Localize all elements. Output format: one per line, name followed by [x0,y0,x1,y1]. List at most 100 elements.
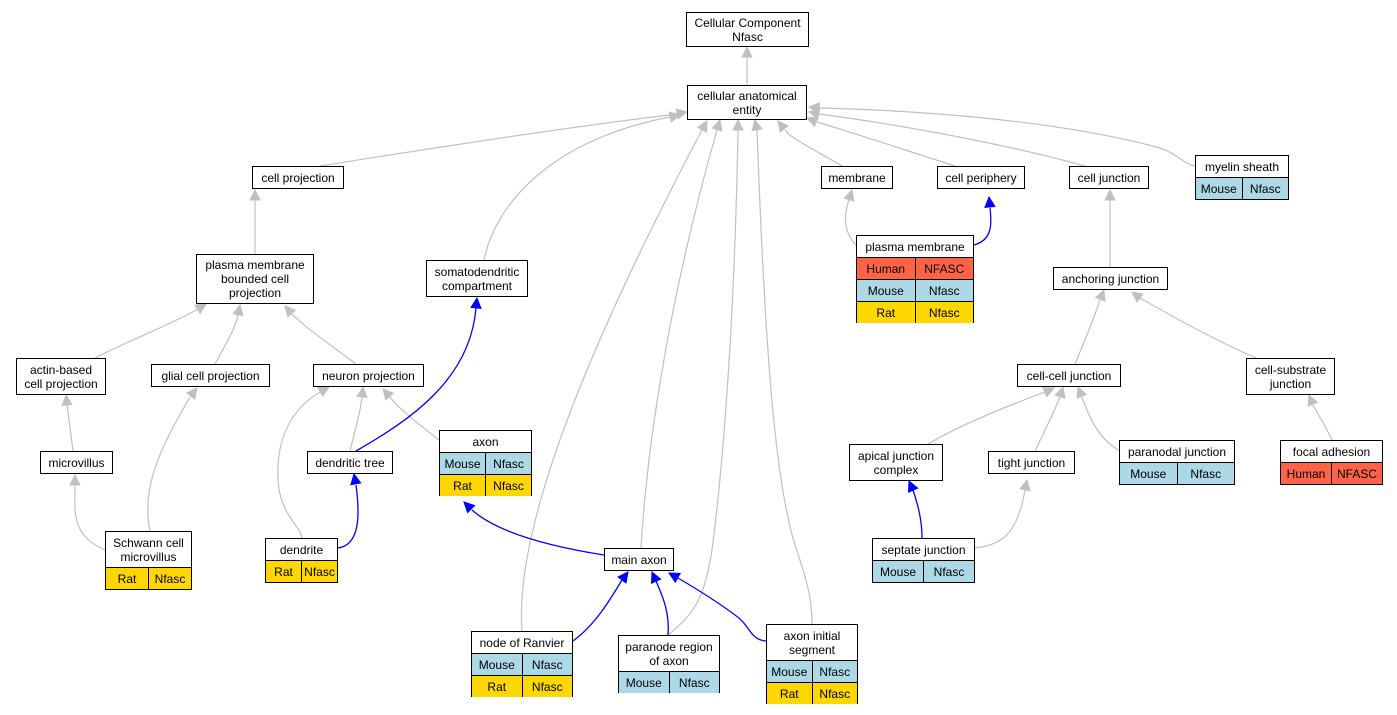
node-plasma-membrane[interactable]: plasma membrane Human NFASC Mouse Nfasc … [856,235,974,323]
edge-arrowhead [1131,291,1144,303]
species-cell: Rat [106,568,148,589]
edge-arrowhead [1104,188,1116,201]
node-label: tight junction [997,455,1066,470]
node-dendrite[interactable]: dendrite Rat Nfasc [265,538,338,583]
node-label: glial cell projection [161,368,260,383]
edge-arrowhead [1076,385,1088,399]
node-cell-projection[interactable]: cell projection [252,166,344,189]
gene-cell: NFASC [914,258,973,279]
node-dendritic-tree[interactable]: dendritic tree [307,451,393,474]
edge-dendrite-partof-dendtree [337,484,359,549]
node-plasma-membrane-bounded-cell-projection[interactable]: plasma membrane bounded cell projection [196,254,314,304]
edge-dendtree-partof-somato [355,307,477,452]
species-cell: Rat [266,561,301,582]
gene-cell: Nfasc [914,280,973,301]
edge-neuronproj-to-pmbcp [291,313,357,365]
edge-cellproj-to-cae [319,113,678,167]
annotation-row: Mouse Nfasc [440,452,531,474]
edge-arrowhead [1307,393,1319,407]
annotation-row: Human NFASC [857,257,973,279]
node-septate-junction[interactable]: septate junction Mouse Nfasc [872,538,975,583]
edge-ranvier-to-cae [520,129,703,632]
node-cell-substrate-junction[interactable]: cell-substrate junction [1246,358,1335,395]
edge-septate-to-tight [974,489,1026,549]
edge-arrowhead [350,472,362,486]
node-neuron-projection[interactable]: neuron projection [313,364,424,387]
node-label: microvillus [48,455,105,470]
species-cell: Mouse [767,661,812,682]
node-microvillus[interactable]: microvillus [40,451,113,474]
edge-plasmamem-to-membrane [844,199,857,246]
node-axon[interactable]: axon Mouse Nfasc Rat Nfasc [439,430,532,496]
node-axon-initial-segment[interactable]: axon initial segment Mouse Nfasc Rat Nfa… [766,624,858,704]
node-label: plasma membrane [865,239,965,254]
node-apical-junction-complex[interactable]: apical junction complex [849,444,943,481]
node-myelin-sheath[interactable]: myelin sheath Mouse Nfasc [1195,155,1289,200]
edge-myelin-to-cae [818,107,1196,167]
edge-ais-partof-mainaxon [677,577,767,642]
gene-cell: Nfasc [521,676,572,697]
species-cell: Human [1281,463,1331,484]
edge-cellcell-to-anchoring [1074,299,1101,365]
edge-arrowhead [805,116,819,128]
node-paranodal-junction[interactable]: paranodal junction Mouse Nfasc [1119,440,1235,485]
annotation-row: Rat Nfasc [767,682,857,704]
annotation-row: Rat Nfasc [440,474,531,496]
gene-cell: Nfasc [1241,178,1288,199]
edge-cellsub-to-anchoring [1139,297,1257,359]
node-cell-junction[interactable]: cell junction [1069,166,1149,189]
species-cell: Rat [767,683,812,704]
gene-cell: Nfasc [811,661,857,682]
edge-arrowhead [807,102,821,114]
node-somatodendritic-compartment[interactable]: somatodendritic compartment [426,260,528,297]
gene-cell: Nfasc [811,683,857,704]
edge-membrane-to-cae [784,129,843,167]
edge-arrowhead [907,479,919,493]
node-label: cell-cell junction [1026,368,1112,383]
edge-dendrite-to-neuronproj [277,391,321,539]
edge-glial-to-pmbcp [214,314,239,365]
edge-arrowhead [284,305,297,318]
edge-arrowhead [777,120,790,133]
edge-arrowhead [843,188,855,202]
node-cellular-anatomical-entity[interactable]: cellular anatomical entity [687,85,807,120]
node-anchoring-junction[interactable]: anchoring junction [1053,267,1168,290]
edge-axon-to-neuronproj [389,396,440,441]
node-label: axon initial segment [783,628,841,657]
edge-arrowhead [668,572,681,584]
gene-cell: Nfasc [521,654,572,675]
node-actin-based-cell-projection[interactable]: actin-based cell projection [16,358,106,395]
edge-arrowhead [1042,386,1056,398]
edge-arrowhead [356,385,368,399]
node-cell-cell-junction[interactable]: cell-cell junction [1017,364,1121,387]
node-label: axon [472,434,499,449]
edge-dendtree-to-neuronproj [349,396,363,452]
edge-arrowhead [984,195,996,208]
edge-actin-to-pmbcp [94,308,199,359]
node-glial-cell-projection[interactable]: glial cell projection [151,364,270,387]
species-cell: Human [857,258,915,279]
gene-cell: Nfasc [148,568,191,589]
edge-arrowhead [1054,385,1066,399]
edge-ranvier-partof-mainaxon [572,579,623,642]
node-schwann-cell-microvillus[interactable]: Schwann cell microvillus Rat Nfasc [105,531,192,590]
edge-arrowhead [185,387,198,400]
gene-cell: Nfasc [668,672,719,693]
edge-somato-to-cae [483,116,671,261]
species-cell: Mouse [1196,178,1242,199]
node-tight-junction[interactable]: tight junction [988,451,1075,474]
node-main-axon[interactable]: main axon [604,548,674,571]
species-cell: Rat [472,676,522,697]
edge-septate-partof-apical [912,489,923,539]
gene-cell: Nfasc [1176,463,1234,484]
node-node-of-ranvier[interactable]: node of Ranvier Mouse Nfasc Rat Nfasc [471,631,573,697]
edge-arrowhead [650,570,662,584]
node-cell-periphery[interactable]: cell periphery [937,166,1025,189]
node-paranode-region-of-axon[interactable]: paranode region of axon Mouse Nfasc [618,635,720,693]
node-cellular-component-nfasc[interactable]: Cellular Component Nfasc [686,12,809,47]
edge-paranode-to-cae [667,129,739,636]
edge-arrowhead [1094,288,1106,302]
node-label: cell projection [261,170,335,185]
node-focal-adhesion[interactable]: focal adhesion Human NFASC [1280,440,1383,485]
node-membrane[interactable]: membrane [821,166,893,189]
